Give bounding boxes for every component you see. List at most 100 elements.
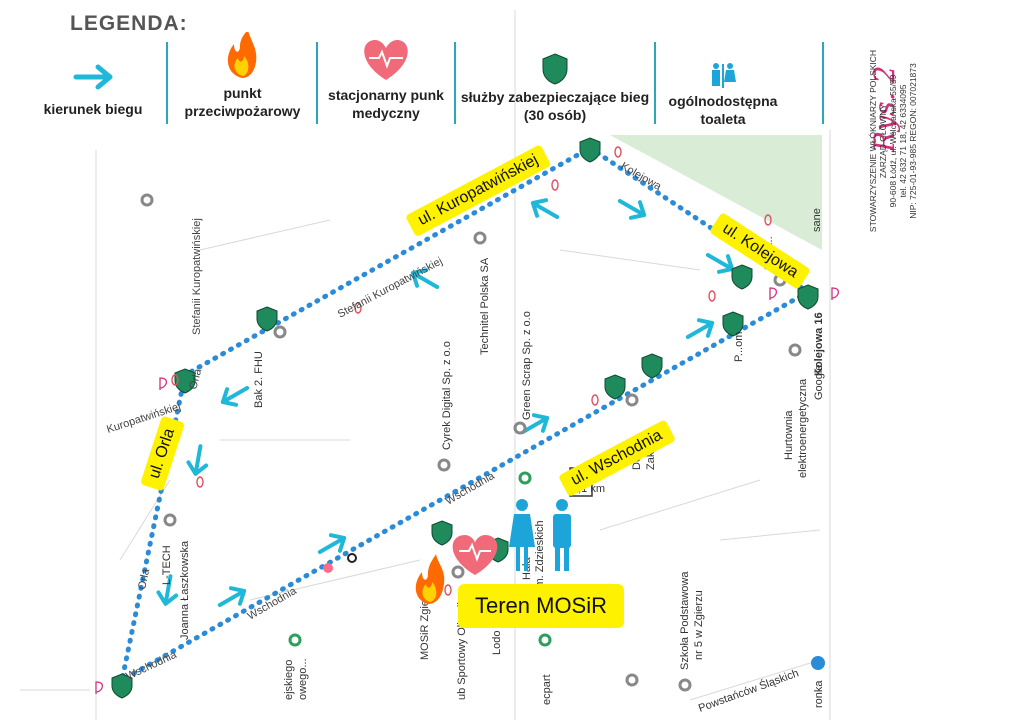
legend-item-direction: kierunek biegu: [20, 38, 166, 130]
fire-icon: [415, 554, 445, 604]
shield-icon: [579, 137, 601, 163]
legend-label: punkt przeciwpożarowy: [184, 85, 301, 119]
poi-label: L-TECH: [161, 545, 173, 585]
legend-divider: [822, 42, 824, 124]
legend-label: kierunek biegu: [43, 101, 143, 117]
organization-stamp: STOWARZYSZENIE WŁÓKNIARZY POLSKICH ZARZĄ…: [868, 46, 918, 236]
arrow-icon: [220, 386, 250, 407]
poi-label: MOSiR Zgierz: [419, 591, 431, 660]
arrow-icon: [530, 198, 560, 219]
arrow-icon: [156, 574, 179, 606]
shield-icon: [731, 264, 753, 290]
poi-icon: [788, 343, 802, 357]
poi-markers: [140, 193, 802, 692]
poi-label: im. Zdzieskich: [534, 520, 546, 590]
poi-label: elektroenergetyczna: [797, 378, 809, 478]
arrow-icon: [617, 199, 647, 220]
toilet-icon: [553, 499, 571, 571]
shield-icon: [797, 284, 819, 310]
legend-title: LEGENDA:: [70, 12, 188, 35]
arrow-icon: [317, 533, 347, 554]
poi-label: Joanna Łaszkowska: [179, 540, 191, 640]
toilet-icon: [712, 63, 736, 88]
street-label: Kolejowa: [619, 160, 664, 193]
street-label: Wschodnia: [444, 470, 498, 508]
poi-label: ronka: [813, 680, 825, 708]
poi-label: owego...: [297, 658, 309, 700]
poi-icon: [538, 633, 552, 647]
poi-icon: [625, 393, 639, 407]
stamp-line: tel. 42 632 71 18, 42 6334095: [898, 84, 908, 198]
shield-icon: [722, 311, 744, 337]
heart-medical-icon: [364, 40, 408, 80]
shield-icon: [256, 306, 278, 332]
poi-icon: [518, 471, 532, 485]
poi-icon: [273, 325, 287, 339]
street-label: Orla: [136, 567, 152, 591]
google-logo: Google: [813, 365, 825, 400]
street-label: Stefanii Kuropatwińskiej: [191, 218, 203, 335]
poi-label: Bak 2. FHU: [253, 351, 265, 408]
poi-label: P...om: [733, 332, 745, 362]
poi-icon: [473, 231, 487, 245]
poi-label: Lodo: [491, 631, 503, 655]
shield-icon: [641, 353, 663, 379]
poi-label: sane: [811, 208, 823, 232]
poi-icon: [678, 678, 692, 692]
legend-divider: [654, 42, 656, 124]
legend-label: stacjonarny punk medyczny: [328, 87, 444, 121]
stamp-line: ZARZĄD GŁÓWNY: [878, 103, 888, 179]
street-label: Orla: [187, 367, 204, 391]
heart-medical-icon: [452, 535, 498, 575]
poi-label: nr 5 w Zgierzu: [693, 590, 705, 660]
green-markers: [288, 471, 552, 647]
poi-icon: [811, 656, 825, 670]
poi-label: Powstańców Śląskich: [697, 666, 801, 714]
legend-item-toilet: ogólnodostępna toaleta: [658, 38, 788, 130]
legend-label: ogólnodostępna toaleta: [668, 93, 778, 127]
handwritten-marks: [95, 287, 840, 694]
poi-label: Hurtownia: [783, 410, 795, 460]
arrow-icon: [217, 586, 247, 607]
map-background: [20, 10, 831, 720]
legend-item-medical: stacjonarny punk medyczny: [320, 38, 452, 130]
arrow-right-icon: [73, 64, 113, 90]
street-label: Stefanii Kuropatwińskiej: [336, 255, 445, 320]
legend-divider: [454, 42, 456, 124]
direction-arrows: [156, 198, 735, 607]
poi-icon: [625, 673, 639, 687]
arrow-icon: [186, 444, 209, 476]
poi-icon: [288, 633, 302, 647]
shield-icon: [542, 53, 568, 85]
poi-icon: [451, 565, 465, 579]
poi-label: Green Scrap Sp. z o.o: [521, 311, 533, 420]
arrow-icon: [520, 413, 550, 434]
distance-markers: [171, 146, 772, 596]
poi-label: ecpart: [541, 674, 553, 705]
scale-point: [323, 563, 333, 573]
stamp-line: 90-608 Łódź, ul. Wólczańska 55/59: [888, 74, 898, 208]
area-label-mosir: Teren MOSiR: [458, 584, 624, 628]
street-label: Wschodnia: [246, 585, 300, 623]
poi-icon: [513, 421, 527, 435]
poi-label: Cyrek Digital Sp. z o.o: [441, 341, 453, 450]
stamp-line: STOWARZYSZENIE WŁÓKNIARZY POLSKICH: [868, 49, 878, 233]
stamp-line: NIP: 725-01-93-985 REGON: 007021873: [908, 63, 918, 219]
poi-label: Kolejowa 16: [813, 312, 825, 376]
street-label: Wschodnia: [124, 648, 179, 682]
poi-label: ejskiego: [283, 660, 295, 700]
shield-icon: [431, 520, 453, 546]
legend-item-security: służby zabezpieczające bieg (30 osób): [458, 38, 652, 130]
toilet-icon: [509, 499, 535, 571]
poi-label: Szkoła Podstawowa: [679, 571, 691, 670]
legend: kierunek biegu punkt przeciwpożarowy sta…: [20, 32, 828, 130]
shield-icon: [174, 368, 196, 394]
legend-divider: [316, 42, 318, 124]
poi-icon: [140, 193, 154, 207]
arrow-icon: [410, 268, 440, 289]
start-point: [347, 553, 357, 563]
shield-icon: [604, 374, 626, 400]
legend-item-fire: punkt przeciwpożarowy: [170, 32, 315, 130]
poi-icon: [437, 458, 451, 472]
legend-label: służby zabezpieczające bieg (30 osób): [460, 89, 650, 123]
